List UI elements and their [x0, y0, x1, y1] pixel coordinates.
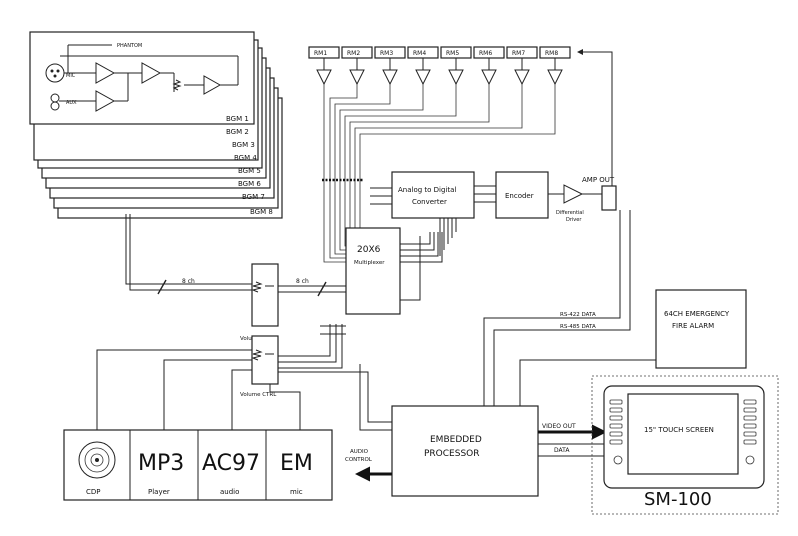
cdp-disc-icon [78, 441, 116, 479]
bgm-label-8: BGM 8 [250, 208, 273, 216]
processor-links: VIDEO OUT DATA AUDIO CONTROL [345, 423, 607, 482]
bgm-label-4: BGM 4 [234, 154, 257, 162]
adc-title: Analog to Digital [398, 186, 456, 194]
audio-control-line2: CONTROL [345, 457, 373, 463]
rm-label-8: RM8 [545, 50, 558, 57]
bgm-front-circuit: PHANTOM MIC AUX [45, 43, 239, 112]
source-em-sub: mic [290, 488, 303, 496]
volume-ctrl-1: Volume CTRL [240, 263, 279, 342]
amp-out-label: AMP OUT [582, 176, 615, 184]
rs-lines: RS-422 DATA RS-485 DATA [483, 210, 631, 406]
rm-label-5: RM5 [446, 50, 459, 57]
8ch-bus: 8 ch 8 ch [125, 214, 346, 369]
source-ac97-sub: audio [220, 488, 239, 496]
bus-8ch-label-a: 8 ch [182, 278, 195, 285]
rm-row: RM1 RM2 RM3 RM4 RM5 RM6 RM7 RM8 [308, 46, 613, 188]
aux-label: AUX [66, 100, 77, 106]
multiplexer: 20X6 Multiplexer [345, 227, 443, 315]
bgm-label-5: BGM 5 [238, 167, 261, 175]
encoder-label: Encoder [505, 192, 534, 200]
rm-label-1: RM1 [314, 50, 327, 57]
rm-label-2: RM2 [347, 50, 360, 57]
rm-label-4: RM4 [413, 50, 426, 57]
source-cdp-label: CDP [86, 488, 101, 496]
adc-subtitle: Converter [412, 198, 447, 206]
bgm-card-stack: PHANTOM MIC AUX BGM 1 BGM 2 BGM 3 BGM 4 … [29, 31, 283, 219]
audio-control-line1: AUDIO [350, 449, 369, 455]
video-out-label: VIDEO OUT [542, 423, 576, 430]
source-em-title: EM [280, 451, 313, 476]
rm-label-6: RM6 [479, 50, 492, 57]
mux-title: 20X6 [357, 245, 381, 255]
bgm-label-3: BGM 3 [232, 141, 255, 149]
sm100-side-buttons [609, 399, 757, 465]
rm-label-3: RM3 [380, 50, 393, 57]
bgm-label-1: BGM 1 [226, 115, 249, 123]
data-label: DATA [554, 447, 570, 454]
fire-alarm-line2: FIRE ALARM [672, 322, 714, 330]
adc-encoder-chain: Analog to Digital Converter Encoder AMP … [370, 171, 617, 256]
volume-ctrl-2: Volume CTRL [240, 335, 279, 398]
phantom-label: PHANTOM [117, 43, 142, 49]
processor-line2: PROCESSOR [424, 449, 480, 459]
bgm-label-7: BGM 7 [242, 193, 265, 201]
touch-screen-label: 15" TOUCH SCREEN [644, 426, 714, 434]
processor-line1: EMBEDDED [430, 435, 482, 445]
bus-8ch-label-b: 8 ch [296, 278, 309, 285]
mux-subtitle: Multiplexer [354, 260, 385, 266]
mic-label: MIC [66, 73, 76, 79]
source-ac97-title: AC97 [202, 451, 260, 476]
audio-sources-panel: CDP MP3 Player AC97 audio EM mic [63, 349, 333, 501]
sm100-title: SM-100 [644, 489, 712, 510]
rm-label-7: RM7 [512, 50, 525, 57]
embedded-processor: EMBEDDED PROCESSOR [278, 364, 539, 497]
source-mp3-title: MP3 [138, 451, 184, 476]
bgm-label-2: BGM 2 [226, 128, 249, 136]
fire-alarm-line1: 64CH EMERGENCY [664, 310, 730, 318]
rs422-label: RS-422 DATA [560, 312, 596, 318]
source-mp3-sub: Player [148, 488, 170, 496]
sm100-panel: 15" TOUCH SCREEN SM-100 [591, 375, 779, 515]
fire-alarm: 64CH EMERGENCY FIRE ALARM [519, 289, 747, 406]
rs485-label: RS-485 DATA [560, 324, 596, 330]
volume-ctrl-2-label: Volume CTRL [240, 392, 277, 398]
bgm-label-6: BGM 6 [238, 180, 261, 188]
diff-driver-line2: Driver [566, 217, 582, 223]
diff-driver-line1: Differential [556, 210, 584, 216]
